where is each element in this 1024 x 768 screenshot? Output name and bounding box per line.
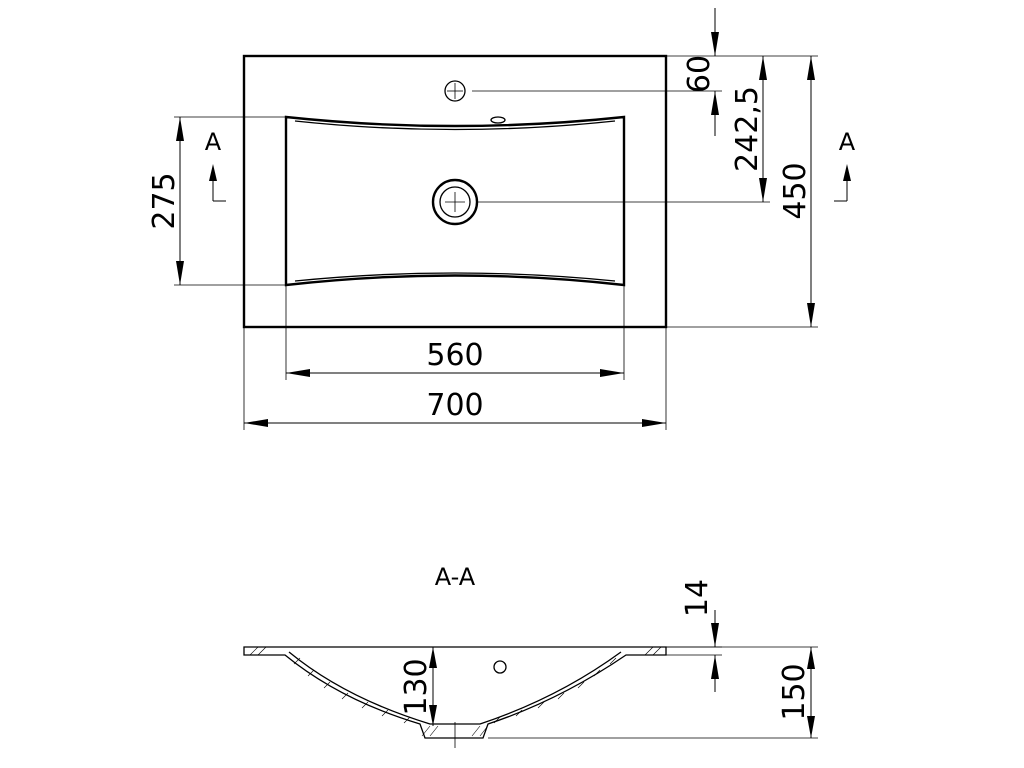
dim-450: [807, 56, 815, 327]
dim-130-label: 130: [399, 658, 434, 715]
dim-275: [176, 117, 184, 285]
svg-text:A: A: [205, 128, 222, 156]
svg-text:A: A: [839, 128, 856, 156]
drain-icon: [431, 178, 479, 226]
bowl-inner-edge-bottom: [294, 272, 616, 282]
bowl-inner-edge-top: [294, 120, 616, 131]
dim-560-label: 560: [426, 338, 483, 373]
dim-450-label: 450: [778, 162, 813, 219]
dim-275-label: 275: [147, 172, 182, 229]
section-marker-right: A: [834, 128, 856, 202]
section-profile: [243, 646, 667, 739]
dim-150: [807, 647, 815, 738]
overflow-slot: [490, 116, 506, 124]
dim-700-label: 700: [426, 388, 483, 423]
section-view: A-A: [243, 563, 818, 748]
dim-130: [429, 647, 437, 726]
section-hatch: [249, 646, 662, 737]
dim-14-label: 14: [680, 579, 715, 617]
section-marker-left: A: [205, 128, 226, 202]
dim-700: [244, 419, 666, 427]
dim-14: [711, 610, 719, 692]
dim-242-5: [759, 56, 767, 202]
section-title: A-A: [435, 563, 476, 591]
dim-150-label: 150: [777, 663, 812, 720]
dim-60: [711, 8, 719, 136]
dim-242-5-label: 242,5: [730, 86, 765, 172]
dim-60-label: 60: [682, 55, 717, 93]
dim-560: [286, 369, 624, 377]
top-view: 700 560 275 450 242,5: [147, 8, 856, 430]
basin-outline: [242, 54, 668, 329]
tap-hole-icon: [444, 80, 466, 102]
overflow-hole-icon: [493, 660, 507, 674]
